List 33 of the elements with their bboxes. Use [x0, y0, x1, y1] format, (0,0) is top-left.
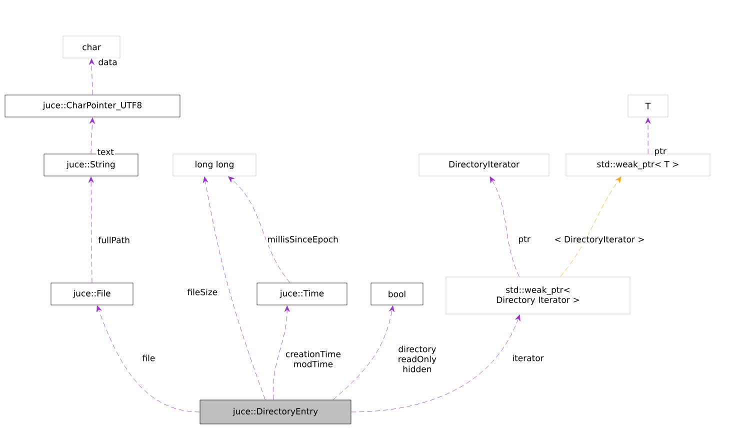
arrow	[88, 58, 94, 95]
edge-label: creationTime modTime	[281, 350, 346, 368]
edge-label: text	[96, 148, 115, 156]
arrow	[90, 118, 95, 154]
arrow	[202, 176, 266, 400]
arrow	[645, 118, 651, 154]
arrow	[351, 314, 520, 412]
edge-label: fileSize	[186, 288, 219, 296]
edge-label: data	[97, 58, 118, 66]
arrow	[228, 176, 290, 283]
class-box: bool	[370, 282, 424, 306]
edge-label: iterator	[511, 354, 545, 362]
class-box: DirectoryIterator	[418, 154, 550, 176]
class-box: juce::DirectoryEntry	[200, 400, 352, 424]
edge-label: millisSinceEpoch	[266, 234, 340, 246]
class-box: long long	[172, 154, 256, 176]
arrow	[88, 176, 94, 283]
class-box: std::weak_ptr< Directory Iterator >	[446, 276, 630, 314]
arrow	[272, 306, 290, 400]
class-box: juce::CharPointer_UTF8	[4, 94, 180, 118]
class-box: juce::Time	[256, 282, 348, 306]
edge-label: ptr	[517, 235, 532, 245]
class-box: T	[628, 94, 668, 118]
arrow	[96, 305, 200, 412]
class-box: juce::File	[50, 282, 134, 306]
edge-label: file	[141, 354, 156, 362]
arrow	[332, 306, 394, 400]
arrow	[490, 176, 520, 277]
edge-label: fullPath	[97, 236, 131, 244]
edge-label: directory readOnly hidden	[391, 344, 444, 374]
arrow	[560, 176, 622, 277]
edge-label: < DirectoryIterator >	[553, 234, 646, 246]
edge-label: ptr	[653, 147, 668, 157]
